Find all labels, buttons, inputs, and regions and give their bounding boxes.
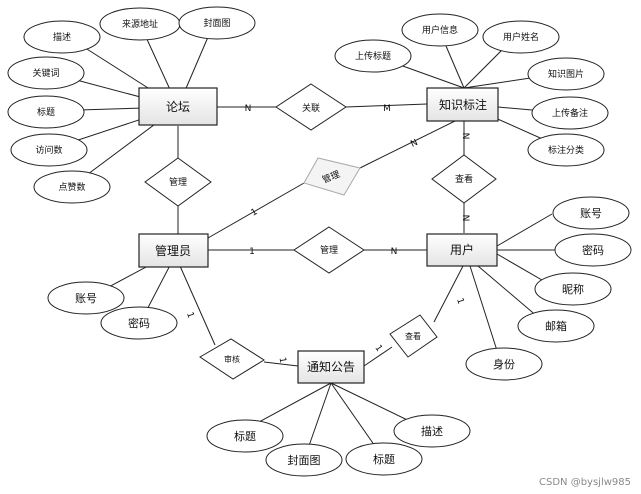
attribute-forum-title-label: 标题 <box>37 106 55 118</box>
watermark: CSDN @bysjlw985 <box>539 477 631 488</box>
card-user-sees-tag: N <box>460 215 470 222</box>
attribute-notice-title-1-label: 标题 <box>234 429 256 443</box>
entity-forum-label: 论坛 <box>166 100 190 114</box>
relationship-manage-forum-label: 管理 <box>169 176 187 188</box>
relationship-review[interactable]: 审核 <box>199 338 265 380</box>
entity-notice-label: 通知公告 <box>307 360 355 374</box>
attribute-user-password-label: 密码 <box>582 243 604 257</box>
card-tag-manage: N <box>409 138 419 150</box>
attribute-forum-source-label: 来源地址 <box>122 18 158 30</box>
entity-user-label: 用户 <box>450 242 474 257</box>
attribute-tag-upload-title-label: 上传标题 <box>355 50 391 62</box>
card-tag-sees: N <box>460 133 470 140</box>
attribute-user-email-label: 邮箱 <box>545 319 567 333</box>
relationship-manage-tag[interactable]: 管理 <box>303 157 361 196</box>
attribute-tag-upload-note[interactable]: 上传备注 <box>531 96 609 130</box>
attribute-tag-user-name-label: 用户姓名 <box>503 31 539 43</box>
entity-notice[interactable]: 通知公告 <box>297 350 365 384</box>
attribute-user-password[interactable]: 密码 <box>554 233 632 267</box>
attribute-admin-password-label: 密码 <box>128 316 150 330</box>
attribute-notice-title-2[interactable]: 标题 <box>345 442 423 476</box>
attribute-forum-title[interactable]: 标题 <box>7 95 85 129</box>
attribute-forum-cover[interactable]: 封面图 <box>178 6 256 40</box>
card-notice-review: 1 <box>277 356 288 363</box>
attribute-notice-title-1[interactable]: 标题 <box>206 419 284 453</box>
attribute-admin-password[interactable]: 密码 <box>100 306 178 340</box>
attribute-forum-desc[interactable]: 描述 <box>23 20 101 54</box>
attribute-tag-image[interactable]: 知识图片 <box>527 57 605 91</box>
entity-user[interactable]: 用户 <box>426 233 498 267</box>
attribute-forum-source[interactable]: 来源地址 <box>99 7 181 41</box>
relationship-sees-notice[interactable]: 查看 <box>389 314 438 358</box>
attribute-user-nickname-label: 昵称 <box>562 282 584 296</box>
attribute-forum-cover-label: 封面图 <box>203 17 230 29</box>
attribute-user-nickname[interactable]: 昵称 <box>534 272 612 306</box>
card-notice-sees: 1 <box>372 343 383 353</box>
relationship-manage-user-label: 管理 <box>320 244 338 256</box>
edge-user-identity <box>469 265 501 361</box>
edge-managefaint-tag <box>359 119 458 169</box>
attribute-user-account-label: 账号 <box>580 207 602 220</box>
edge-review-notice <box>263 361 299 367</box>
attribute-user-account[interactable]: 账号 <box>552 196 630 230</box>
relationship-review-label: 审核 <box>224 354 240 364</box>
relationship-sees-tag-label: 查看 <box>455 173 473 185</box>
attribute-notice-title-2-label: 标题 <box>373 452 395 466</box>
entity-admin[interactable]: 管理员 <box>138 233 209 268</box>
relationship-assoc-label: 关联 <box>302 102 320 114</box>
edge-sees-user2 <box>433 265 464 323</box>
card-user-sees-notice: 1 <box>454 297 465 306</box>
attribute-notice-cover[interactable]: 封面图 <box>265 443 343 477</box>
attribute-forum-keywords[interactable]: 关键词 <box>7 56 85 90</box>
edge-notice-sees <box>363 346 393 367</box>
attribute-forum-desc-label: 描述 <box>53 31 71 43</box>
card-forum-assoc: N <box>245 104 252 114</box>
card-tag-assoc: M <box>383 104 391 114</box>
entity-forum[interactable]: 论坛 <box>138 87 218 126</box>
relationship-sees-tag[interactable]: 查看 <box>431 154 497 204</box>
relationship-manage-user[interactable]: 管理 <box>293 226 365 274</box>
edge-admin-managefaint <box>207 182 305 239</box>
attribute-forum-likes[interactable]: 点赞数 <box>33 170 111 204</box>
relationship-manage-forum[interactable]: 管理 <box>144 157 212 207</box>
card-admin-manage-user: 1 <box>249 247 255 257</box>
attribute-tag-user-name[interactable]: 用户姓名 <box>482 20 560 54</box>
card-user-manage: N <box>391 247 398 257</box>
attribute-tag-category-label: 标注分类 <box>548 144 584 156</box>
edge-admin-review <box>179 265 216 346</box>
card-admin-review: 1 <box>184 311 195 320</box>
attribute-user-identity[interactable]: 身份 <box>465 347 543 381</box>
relationship-assoc[interactable]: 关联 <box>275 83 347 131</box>
card-admin-manage-tag: 1 <box>250 207 260 219</box>
attribute-admin-account[interactable]: 账号 <box>47 281 125 315</box>
entity-admin-label: 管理员 <box>155 243 191 258</box>
attribute-tag-image-label: 知识图片 <box>548 68 584 80</box>
entity-knowledge-tag[interactable]: 知识标注 <box>426 87 499 122</box>
attribute-notice-desc[interactable]: 描述 <box>393 414 471 448</box>
attribute-tag-category[interactable]: 标注分类 <box>527 133 605 167</box>
edge-user-account <box>496 213 553 247</box>
attribute-notice-desc-label: 描述 <box>421 424 443 438</box>
attribute-forum-visits-label: 访问数 <box>35 144 62 156</box>
attribute-user-email[interactable]: 邮箱 <box>517 309 595 343</box>
attribute-tag-upload-title[interactable]: 上传标题 <box>334 39 412 73</box>
attribute-tag-user-info-label: 用户信息 <box>422 24 458 36</box>
attribute-forum-keywords-label: 关键词 <box>32 67 59 79</box>
relationship-sees-notice-label: 查看 <box>405 331 421 341</box>
attribute-tag-user-info[interactable]: 用户信息 <box>401 13 479 47</box>
attribute-tag-upload-note-label: 上传备注 <box>552 107 588 119</box>
entity-knowledge-tag-label: 知识标注 <box>439 97 487 112</box>
attribute-notice-cover-label: 封面图 <box>288 453 321 467</box>
attribute-user-identity-label: 身份 <box>493 357 515 371</box>
attribute-forum-likes-label: 点赞数 <box>58 181 85 193</box>
edge-assoc-tag <box>345 103 428 108</box>
cardinality-labels: N M 1 N N N 1 N 1 1 1 1 <box>184 104 470 364</box>
attribute-forum-visits[interactable]: 访问数 <box>10 133 88 167</box>
attribute-admin-account-label: 账号 <box>75 292 97 305</box>
